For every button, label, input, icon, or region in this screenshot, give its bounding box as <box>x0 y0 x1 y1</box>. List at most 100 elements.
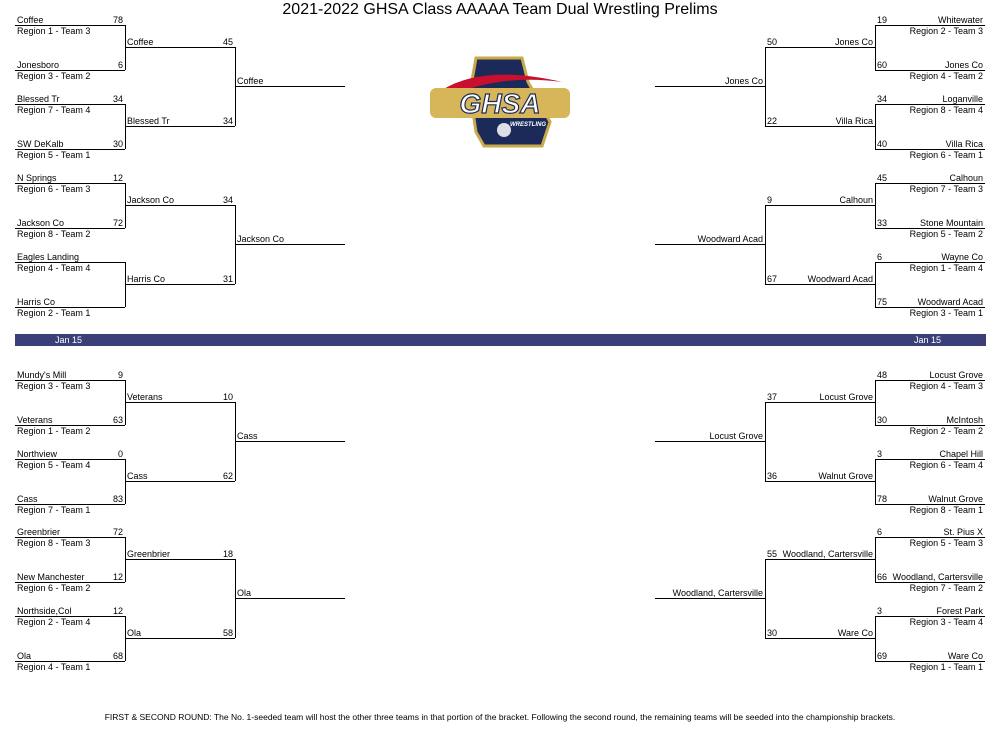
team-name: Stone Mountain <box>919 218 983 228</box>
quadrant-winner: Cass <box>237 431 258 441</box>
team-seed: Region 3 - Team 3 <box>17 381 91 391</box>
entry-line <box>15 537 125 538</box>
winner-line <box>235 598 345 599</box>
round2-line <box>125 559 235 560</box>
round2-team-name: Calhoun <box>839 195 873 205</box>
team-name: Woodward Acad <box>917 297 983 307</box>
bracket-connector <box>875 262 876 307</box>
team-seed: Region 4 - Team 4 <box>17 263 91 273</box>
winner-line <box>655 598 765 599</box>
team-name: SW DeKalb <box>17 139 64 149</box>
team-score: 30 <box>112 139 123 149</box>
team-seed: Region 2 - Team 4 <box>17 617 91 627</box>
team-seed: Region 7 - Team 2 <box>909 583 983 593</box>
entry-line <box>15 661 125 662</box>
team-name: Veterans <box>17 415 53 425</box>
team-name: Forest Park <box>936 606 983 616</box>
entry-line <box>15 183 125 184</box>
team-score: 66 <box>877 572 888 582</box>
ghsa-logo: GHSA WRESTLING <box>430 56 570 148</box>
round2-team-name: Jackson Co <box>127 195 175 205</box>
round2-line <box>765 402 875 403</box>
team-score: 12 <box>112 572 123 582</box>
team-seed: Region 7 - Team 1 <box>17 505 91 515</box>
wrestler-icon <box>497 123 511 137</box>
team-score: 68 <box>112 651 123 661</box>
team-seed: Region 3 - Team 2 <box>17 71 91 81</box>
entry-line <box>875 425 985 426</box>
entry-line <box>15 380 125 381</box>
team-name: Blessed Tr <box>17 94 60 104</box>
round2-line <box>125 205 235 206</box>
round2-line <box>765 284 875 285</box>
entry-line <box>15 307 125 308</box>
team-seed: Region 7 - Team 3 <box>909 184 983 194</box>
entry-line <box>875 25 985 26</box>
team-name: Northview <box>17 449 58 459</box>
team-name: Greenbrier <box>17 527 61 537</box>
team-seed: Region 5 - Team 3 <box>909 538 983 548</box>
team-seed: Region 4 - Team 2 <box>909 71 983 81</box>
round2-team-name: Blessed Tr <box>127 116 170 126</box>
team-name: Chapel Hill <box>939 449 983 459</box>
team-score: 60 <box>877 60 888 70</box>
round2-score: 34 <box>222 116 233 126</box>
quadrant-winner: Jackson Co <box>237 234 285 244</box>
entry-line <box>875 380 985 381</box>
round2-team-name: Ware Co <box>837 628 873 638</box>
footer-note: FIRST & SECOND ROUND: The No. 1-seeded t… <box>104 712 896 722</box>
quadrant-winner: Woodland, Cartersville <box>672 588 763 598</box>
date-label-left: Jan 15 <box>55 335 83 345</box>
entry-line <box>15 425 125 426</box>
team-score: 72 <box>112 527 123 537</box>
entry-line <box>15 104 125 105</box>
team-score: 45 <box>877 173 888 183</box>
team-score: 12 <box>112 606 123 616</box>
winner-line <box>235 244 345 245</box>
entry-line <box>15 25 125 26</box>
team-name: Mundy's Mill <box>17 370 67 380</box>
entry-line <box>15 504 125 505</box>
team-score: 34 <box>877 94 888 104</box>
entry-line <box>875 183 985 184</box>
round2-team-name: Walnut Grove <box>818 471 873 481</box>
round2-team-name: Woodland, Cartersville <box>782 549 873 559</box>
entry-line <box>15 262 125 263</box>
winner-line <box>655 441 765 442</box>
team-score: 75 <box>877 297 888 307</box>
team-seed: Region 1 - Team 4 <box>909 263 983 273</box>
entry-line <box>15 459 125 460</box>
entry-line <box>875 307 985 308</box>
team-score: 63 <box>112 415 123 425</box>
entry-line <box>875 661 985 662</box>
round2-score: 55 <box>767 549 778 559</box>
team-name: Loganville <box>942 94 983 104</box>
quadrant-winner: Locust Grove <box>709 431 763 441</box>
entry-line <box>875 262 985 263</box>
team-seed: Region 4 - Team 3 <box>909 381 983 391</box>
round2-line <box>765 559 875 560</box>
quadrant-winner: Woodward Acad <box>697 234 763 244</box>
winner-line <box>235 86 345 87</box>
bracket-connector <box>765 402 766 481</box>
team-score: 34 <box>112 94 123 104</box>
team-score: 0 <box>117 449 123 459</box>
entry-line <box>15 582 125 583</box>
entry-line <box>875 582 985 583</box>
team-name: Eagles Landing <box>17 252 80 262</box>
bracket-connector <box>875 459 876 504</box>
round2-score: 34 <box>222 195 233 205</box>
team-seed: Region 4 - Team 1 <box>17 662 91 672</box>
bracket-connector <box>875 25 876 70</box>
round2-line <box>125 481 235 482</box>
round2-team-name: Locust Grove <box>819 392 873 402</box>
quadrant-winner: Jones Co <box>724 76 763 86</box>
team-score: 48 <box>877 370 888 380</box>
round2-line <box>125 47 235 48</box>
round2-line <box>125 402 235 403</box>
team-seed: Region 2 - Team 3 <box>909 26 983 36</box>
team-seed: Region 1 - Team 2 <box>17 426 91 436</box>
bracket-connector <box>875 104 876 149</box>
team-score: 78 <box>877 494 888 504</box>
entry-line <box>875 537 985 538</box>
